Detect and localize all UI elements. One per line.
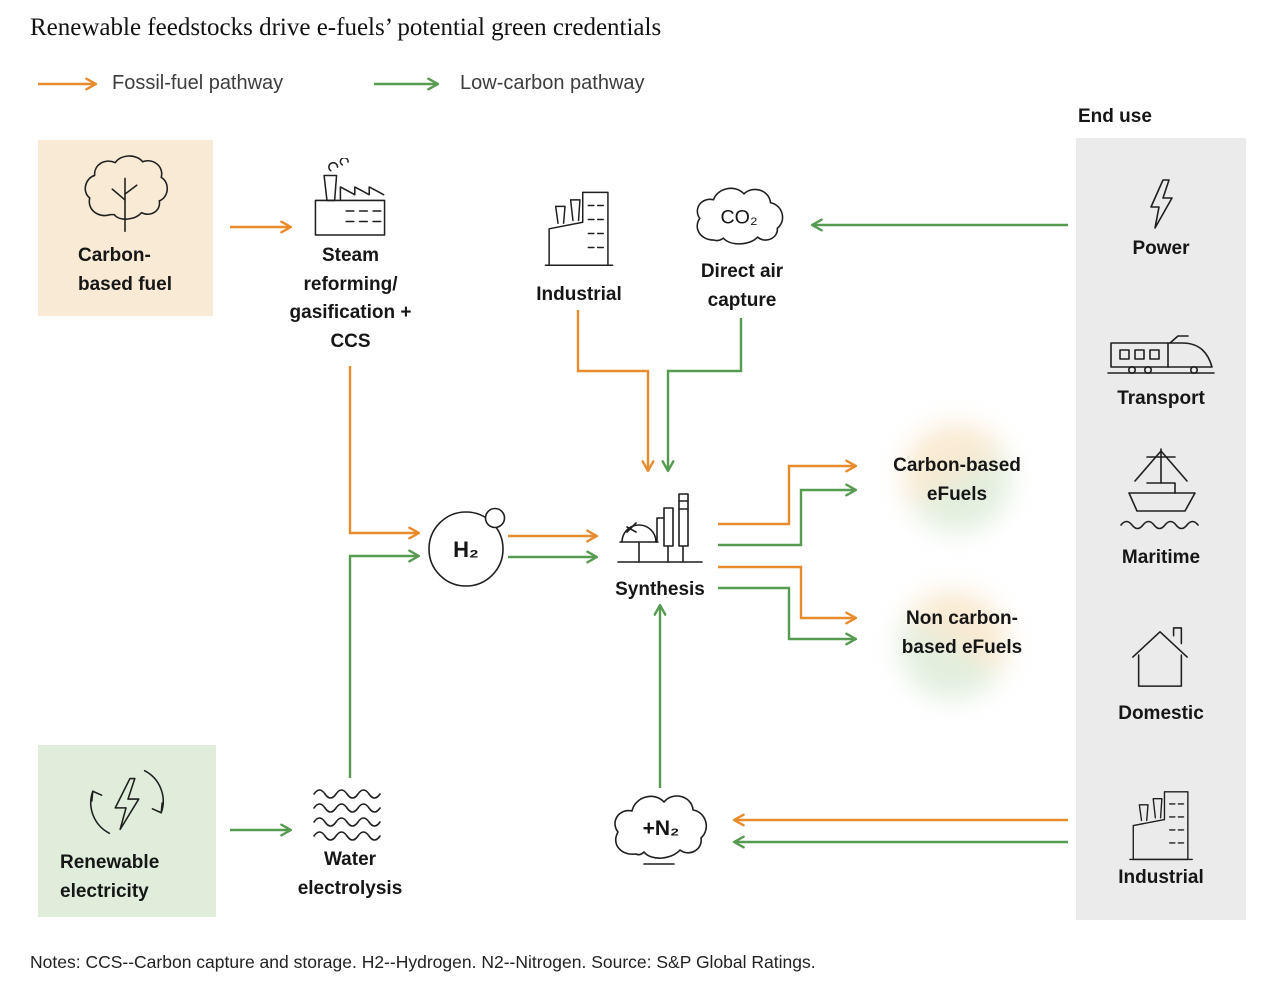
arrow-synthesis-to-noncarbon-efuels-green — [718, 586, 858, 646]
tree-icon — [84, 155, 169, 233]
arrow-industrial-to-synthesis — [576, 310, 655, 473]
industrial-enduse-label: Industrial — [1118, 867, 1204, 888]
renewable-electricity-label: Renewable electricity — [60, 852, 160, 902]
domestic-label: Domestic — [1118, 703, 1204, 724]
n2-cloud-icon: +N₂ — [614, 795, 708, 865]
carbon-efuels-halo — [903, 424, 1011, 532]
factory-icon — [541, 184, 617, 268]
lightning-icon — [1150, 179, 1173, 229]
arrow-synthesis-to-carbon-efuels-fossil — [718, 459, 858, 526]
non-carbon-efuels-halo — [899, 591, 1007, 699]
end-use-items: Power Transport Marit — [1076, 138, 1246, 920]
co2-label: CO₂ — [721, 206, 758, 228]
notes-text: Notes: CCS--Carbon capture and storage. … — [30, 952, 816, 972]
train-icon — [1107, 335, 1215, 374]
power-label: Power — [1132, 238, 1190, 259]
non-carbon-efuels-label: Non carbon-based eFuels — [901, 608, 1023, 658]
steam-factory-icon — [314, 158, 386, 236]
water-electrolysis-label: Water electrolysis — [297, 849, 403, 899]
h2-label: H₂ — [453, 537, 479, 562]
h2-molecule-icon: H₂ — [428, 507, 506, 587]
arrow-steam-to-h2 — [348, 366, 421, 540]
low-carbon-pathway-arrow — [374, 77, 440, 91]
low-carbon-pathway-label: Low-carbon pathway — [460, 72, 645, 94]
ship-icon — [1120, 448, 1199, 530]
arrow-electrolysis-to-h2 — [348, 549, 421, 778]
carbon-fuel-box: Carbon-based fuel — [38, 140, 213, 316]
end-use-title: End use — [1078, 106, 1152, 127]
synthesis-label: Synthesis — [615, 579, 705, 600]
carbon-fuel-label: Carbon-based fuel — [78, 245, 172, 295]
arrow-dac-to-synthesis — [661, 318, 743, 473]
n2-label: +N₂ — [643, 817, 680, 840]
page-title: Renewable feedstocks drive e-fuels’ pote… — [30, 14, 662, 41]
renewable-electricity-box: Renewable electricity — [38, 745, 216, 917]
renewable-energy-icon — [90, 769, 164, 835]
steam-reforming-label: Steam reforming/ gasification + CCS — [289, 245, 412, 352]
industrial-top-label: Industrial — [536, 284, 622, 305]
maritime-label: Maritime — [1121, 547, 1201, 568]
house-icon — [1132, 627, 1188, 687]
fossil-pathway-label: Fossil-fuel pathway — [112, 72, 284, 94]
water-waves-icon — [313, 789, 381, 841]
factory-icon — [1125, 784, 1197, 862]
dac-cloud-icon: CO₂ — [696, 187, 784, 245]
synthesis-refinery-icon — [617, 493, 703, 563]
arrow-synthesis-to-noncarbon-efuels-fossil — [718, 565, 858, 625]
carbon-efuels-label: Carbon-based eFuels — [893, 455, 1021, 505]
arrow-synthesis-to-carbon-efuels-green — [718, 483, 858, 547]
transport-label: Transport — [1117, 388, 1205, 409]
dac-label: Direct air capture — [700, 261, 784, 311]
fossil-pathway-arrow — [38, 77, 98, 91]
